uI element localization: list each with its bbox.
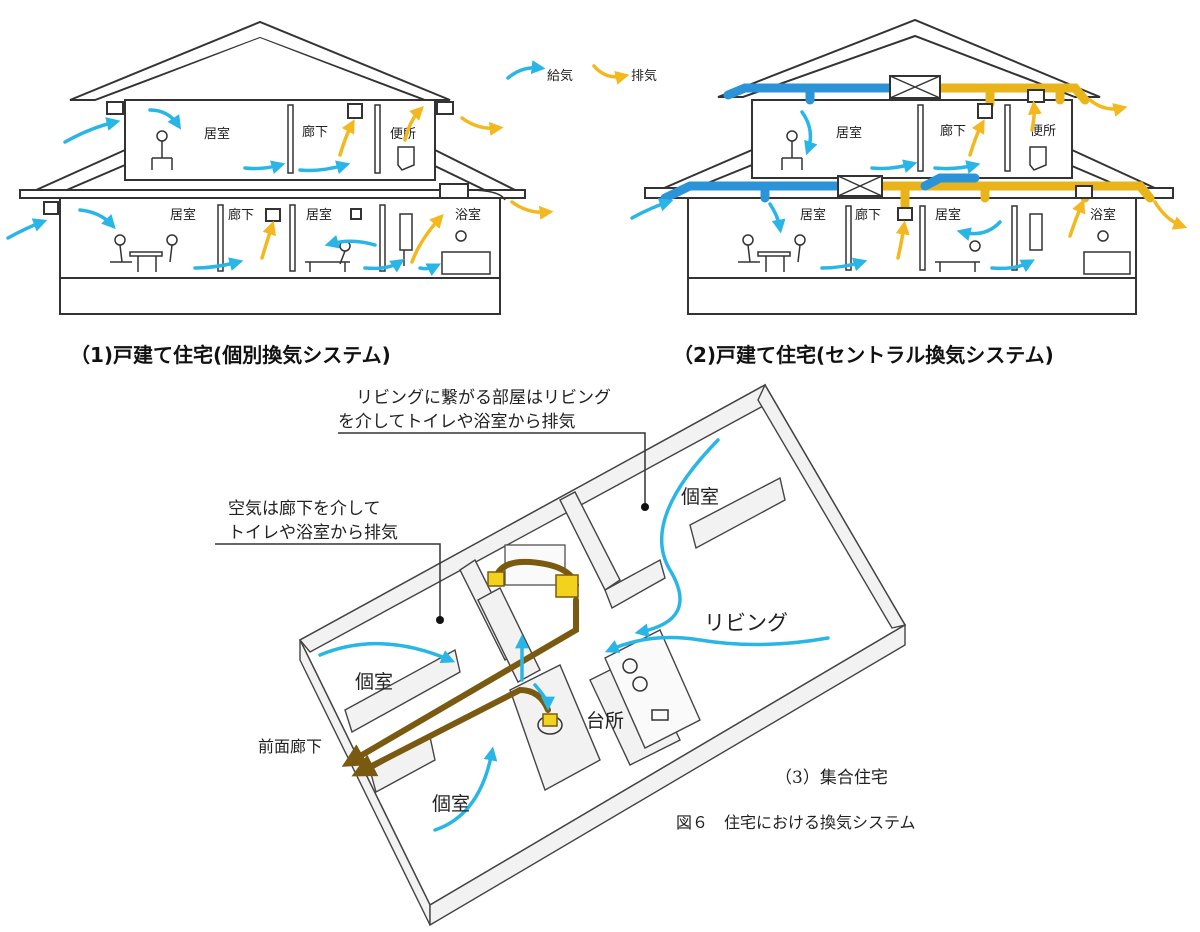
legend-exhaust-arrow xyxy=(592,64,630,85)
apartment-caption: （3）集合住宅 xyxy=(775,768,888,788)
house1-foundation xyxy=(59,277,501,315)
apartment-bath-fan-icon xyxy=(555,574,579,598)
house2-exhaust-arrows xyxy=(895,98,1188,260)
house2-lower-fan-icon xyxy=(897,207,913,221)
apartment-private-left-label: 個室 xyxy=(355,671,393,693)
house1-upper-living-label: 居室 xyxy=(204,126,230,142)
house1-lower-bath-label: 浴室 xyxy=(455,207,481,223)
apartment-supply-arrows xyxy=(318,438,830,832)
house1-caption: （1)戸建て住宅(個別換気システム) xyxy=(70,343,391,367)
house2-ducts xyxy=(660,83,1155,213)
apartment-toilet-fan-icon xyxy=(487,571,505,587)
house2-foundation xyxy=(687,277,1137,315)
house1-lower-living2-label: 居室 xyxy=(306,207,332,223)
figure-title: 図６ 住宅における換気システム xyxy=(676,813,916,832)
note1-leader xyxy=(338,432,646,505)
note1-line1: リビングに繋がる部屋はリビング xyxy=(356,388,611,408)
house1-lower-roof-left xyxy=(24,148,126,196)
house2-upper-living-label: 居室 xyxy=(836,125,862,141)
house2-upper-floor xyxy=(751,99,1073,179)
house1-upper-toilet-label: 便所 xyxy=(390,127,416,142)
legend: 給気 排気 xyxy=(506,60,657,85)
house2-lower-hall-label: 廊下 xyxy=(855,207,881,223)
house1-upper-hall-label: 廊下 xyxy=(302,124,328,140)
house2-diagram: 居室 廊下 便所 居室 廊下 居室 浴室 （2)戸建て住宅(セントラル換気システ… xyxy=(630,18,1188,367)
house2-lower-living2-label: 居室 xyxy=(935,207,961,223)
apartment-wc-fan-icon xyxy=(542,713,558,727)
note2-line1: 空気は廊下を介して xyxy=(228,499,381,519)
apartment-diagram: 個室 リビング 個室 台所 個室 前面廊下 リビングに繋がる部屋はリビング を介… xyxy=(215,383,916,927)
house2-lower-bath-label: 浴室 xyxy=(1090,207,1116,223)
house2-caption: （2)戸建て住宅(セントラル換気システム) xyxy=(673,343,1054,367)
apartment-corridor-label: 前面廊下 xyxy=(258,737,322,756)
apartment-private-top-label: 個室 xyxy=(681,486,719,508)
house1-lower-living1-label: 居室 xyxy=(170,207,196,223)
legend-exhaust-label: 排気 xyxy=(631,68,657,84)
house1-lower-hall-label: 廊下 xyxy=(228,207,254,223)
apartment-right-wall xyxy=(757,383,907,629)
house2-lower-living1-label: 居室 xyxy=(800,207,826,223)
apartment-living-label: リビング xyxy=(704,611,788,635)
house1-supply-arrows xyxy=(6,108,442,277)
legend-supply-arrow xyxy=(506,60,546,80)
house1-lower-fan-icon xyxy=(265,208,281,222)
house2-upper-fan-icon xyxy=(977,103,993,119)
house2-upper-toilet-label: 便所 xyxy=(1030,124,1056,139)
legend-supply-label: 給気 xyxy=(547,68,573,84)
house1-exhaust-arrows xyxy=(260,106,554,264)
note2-leader xyxy=(215,543,441,618)
house1-diagram: 居室 廊下 便所 居室 廊下 居室 浴室 （1)戸建て住宅( xyxy=(6,20,554,367)
note1-line2: を介してトイレや浴室から排気 xyxy=(338,412,576,432)
house2-supply-arrows xyxy=(630,110,1035,273)
house1-upper-fan-icon xyxy=(347,103,363,119)
house2-upper-hall-label: 廊下 xyxy=(940,123,966,139)
note2-line2: トイレや浴室から排気 xyxy=(228,523,398,543)
apartment-kitchen-label: 台所 xyxy=(586,710,624,732)
apartment-private-bottom-label: 個室 xyxy=(432,793,470,815)
